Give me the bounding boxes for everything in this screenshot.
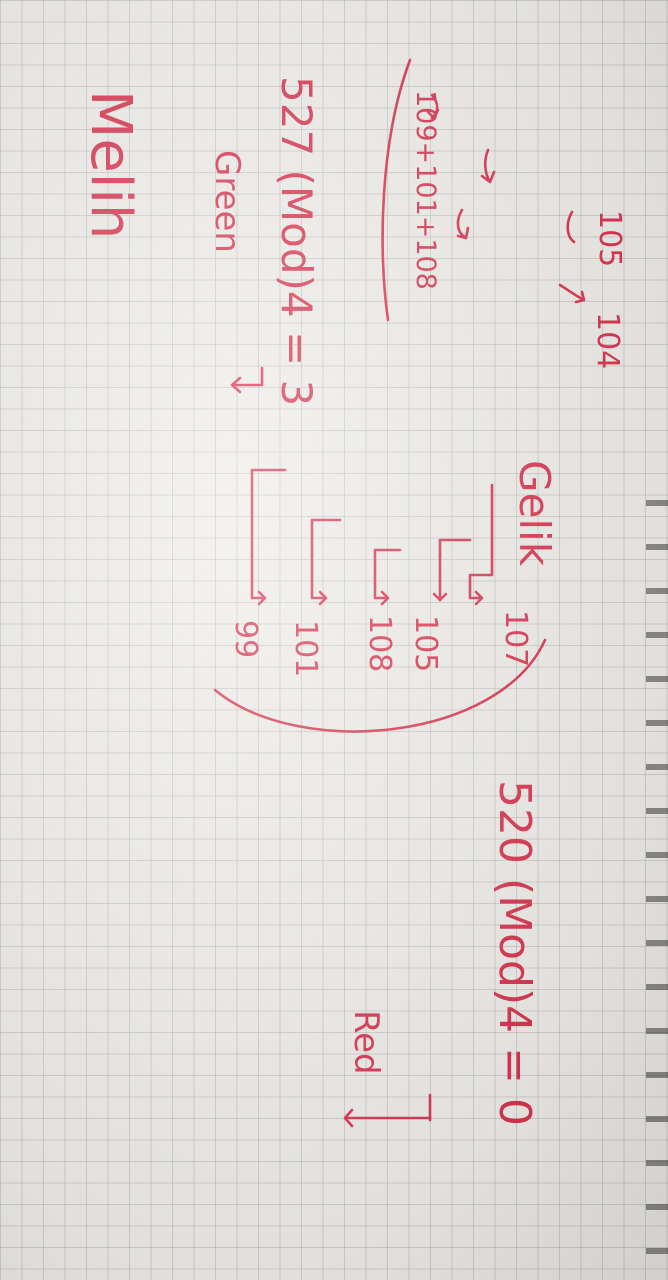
- left-mod-line: 527 (Mod)4 = 3: [272, 76, 321, 406]
- right-mod-line: 520 (Mod)4 = 0: [489, 780, 540, 1126]
- spiral-binding: [646, 480, 668, 1280]
- left-code-i: 105: [592, 210, 627, 267]
- left-arrows: [230, 58, 586, 394]
- left-code-h: 104: [590, 312, 625, 369]
- right-code-4: 101: [288, 620, 323, 677]
- left-result: Green: [207, 150, 247, 253]
- right-code-2: 105: [408, 615, 443, 672]
- right-code-1: 107: [498, 610, 533, 667]
- right-code-5: 99: [228, 620, 263, 658]
- right-arrows: [213, 468, 547, 1128]
- left-sum-line: 109+101+108: [410, 90, 441, 290]
- left-word: Melih: [78, 90, 143, 239]
- right-word: Gelik: [510, 460, 559, 567]
- right-result: Red: [346, 1010, 386, 1075]
- right-code-3: 108: [362, 615, 397, 672]
